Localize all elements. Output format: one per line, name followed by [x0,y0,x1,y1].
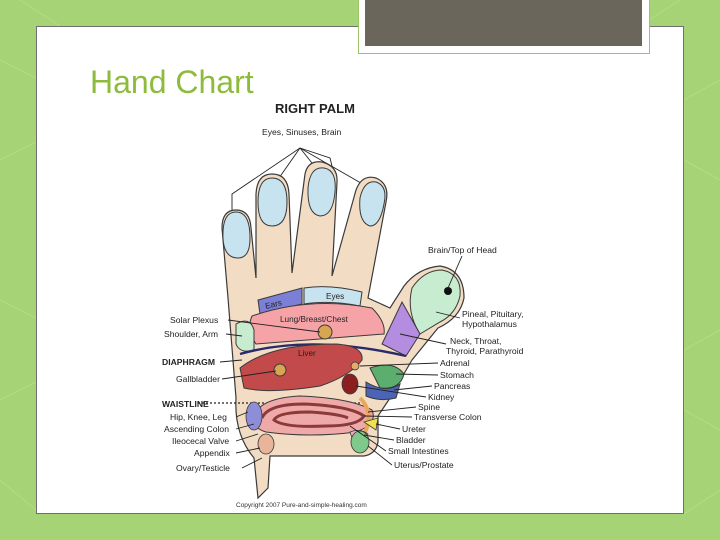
label-adrenal: Adrenal [440,358,470,368]
label-solar-plexus: Solar Plexus [170,315,218,325]
label-diaphragm: DIAPHRAGM [162,357,215,367]
label-pineal-1: Pineal, Pituitary, [462,309,523,319]
label-bladder: Bladder [396,435,426,445]
zone-brain-top-of-head [409,269,461,335]
fingertip-ring [307,167,336,217]
label-lung: Lung/Breast/Chest [280,315,349,324]
zone-pancreas [365,381,401,401]
fingertip-middle [257,177,288,227]
label-small-intestines: Small Intestines [388,446,449,456]
label-ascending-colon: Ascending Colon [164,424,229,434]
label-hip-knee-leg: Hip, Knee, Leg [170,412,227,422]
label-spine: Spine [418,402,440,412]
brain-point [444,287,452,295]
label-ears: Ears [264,298,283,311]
zone-liver [239,343,363,392]
diagram-copyright: Copyright 2007 Pure-and-simple-healing.c… [236,502,367,509]
gallbladder-point [273,363,287,377]
zone-ears [257,287,303,315]
label-liver: Liver [298,349,316,358]
zone-appendix [257,433,275,455]
diagram-heading: RIGHT PALM [275,101,355,116]
label-kidney: Kidney [428,392,455,402]
zone-colon-coil [260,402,367,428]
zone-ascending-colon [245,401,263,431]
label-stomach: Stomach [440,370,474,380]
label-shoulder-arm: Shoulder, Arm [164,329,218,339]
label-ureter: Ureter [402,424,426,434]
label-neck-2: Thyroid, Parathyroid [446,346,524,356]
label-pancreas: Pancreas [434,381,470,391]
fingertip-little [359,181,386,227]
label-waistline: WAISTLINE [162,399,209,409]
label-pineal-2: Hypothalamus [462,319,517,329]
zone-shoulder-arm [235,320,255,352]
hand-reflexology-diagram: RIGHT PALM Eyes, Sinuses, Brain E [162,101,524,509]
fingertip-index [222,211,251,259]
label-ileocecal-valve: Ileocecal Valve [172,436,229,446]
slide-title: Hand Chart [90,64,254,100]
solar-plexus-point [317,324,333,340]
label-gallbladder: Gallbladder [176,374,220,384]
label-eyes: Eyes [326,292,344,301]
adrenal-point [350,361,360,371]
label-transverse-colon: Transverse Colon [414,412,482,422]
label-uterus-prostate: Uterus/Prostate [394,460,454,470]
kidney-point [341,373,359,395]
label-brain-top-of-head: Brain/Top of Head [428,245,497,255]
label-neck-1: Neck, Throat, [450,336,501,346]
zone-uterus-prostate [350,430,370,454]
header-tab [365,0,642,46]
label-ovary-testicle: Ovary/Testicle [176,463,230,473]
label-eyes-sinuses-brain: Eyes, Sinuses, Brain [262,127,342,137]
label-appendix: Appendix [194,448,231,458]
